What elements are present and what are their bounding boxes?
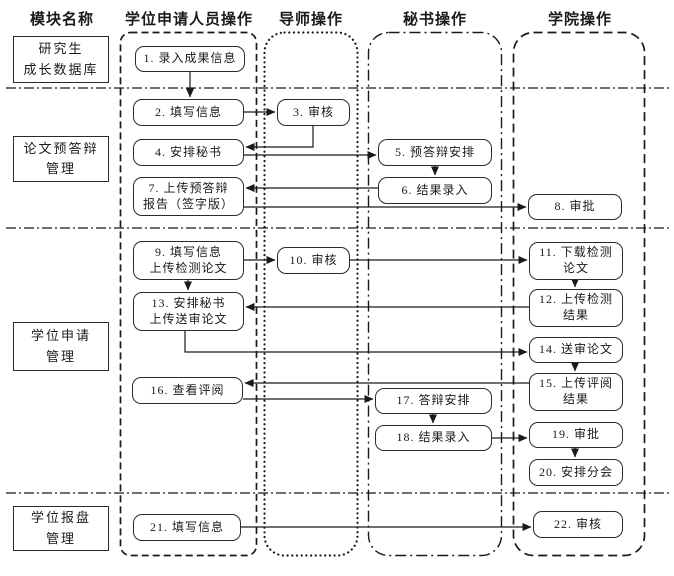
step-label: 9. 填写信息	[154, 244, 222, 259]
step-box-20: 20. 安排分会	[529, 459, 623, 486]
step-box-14: 14. 送审论文	[529, 337, 623, 363]
column-header-advisor: 导师操作	[278, 12, 343, 28]
step-label: 论文	[562, 261, 589, 275]
step-box-7: 7. 上传预答辩 报告（签字版）	[133, 177, 244, 216]
step-label: 8. 审批	[554, 199, 596, 214]
step-label: 12. 上传检测	[538, 292, 613, 307]
step-label: 报告（签字版）	[142, 196, 234, 211]
step-label: 16. 查看评阅	[150, 382, 225, 397]
module-label-line: 学位申请	[30, 328, 91, 344]
step-box-15: 15. 上传评阅 结果	[529, 373, 623, 411]
step-label: 上传送审论文	[149, 311, 228, 326]
step-label: 19. 审批	[551, 427, 600, 442]
step-label: 2. 填写信息	[154, 104, 222, 119]
module-label-line: 学位报盘	[30, 510, 91, 526]
lane-secretary	[367, 31, 503, 557]
step-box-17: 17. 答辩安排	[375, 388, 492, 414]
step-label: 结果	[562, 392, 589, 406]
step-box-19: 19. 审批	[529, 422, 623, 448]
module-label-line: 管理	[45, 161, 76, 176]
step-box-12: 12. 上传检测 结果	[529, 289, 623, 327]
arrow-3-4	[245, 126, 314, 151]
step-box-8: 8. 审批	[528, 194, 622, 220]
step-box-1: 1. 录入成果信息	[135, 46, 245, 72]
arrow-13-14	[184, 331, 528, 356]
step-box-4: 4. 安排秘书	[133, 139, 244, 166]
module-box-degree-report: 学位报盘 管理	[13, 506, 109, 551]
step-label: 5. 预答辩安排	[394, 144, 475, 159]
column-header-applicant: 学位申请人员操作	[124, 12, 253, 28]
column-header-secretary: 秘书操作	[402, 12, 467, 28]
step-label: 6. 结果录入	[401, 182, 469, 197]
step-label: 14. 送审论文	[538, 342, 613, 357]
step-box-18: 18. 结果录入	[375, 425, 492, 451]
module-box-degree-application: 学位申请 管理	[13, 322, 109, 371]
step-label: 18. 结果录入	[396, 430, 471, 445]
module-label-line: 管理	[45, 530, 76, 546]
step-box-21: 21. 填写信息	[133, 514, 241, 541]
module-label-line: 论文预答辩	[23, 140, 99, 156]
step-label: 4. 安排秘书	[154, 144, 222, 159]
step-label: 上传检测论文	[149, 260, 228, 275]
step-box-13: 13. 安排秘书 上传送审论文	[133, 292, 244, 331]
step-label: 10. 审核	[289, 252, 338, 267]
step-box-22: 22. 审核	[533, 511, 623, 538]
step-label: 结果	[562, 308, 589, 322]
module-box-predefense: 论文预答辩 管理	[13, 136, 109, 182]
module-box-growth-database: 研究生 成长数据库	[13, 36, 109, 83]
lane-applicant	[119, 31, 258, 557]
module-label-line: 管理	[45, 348, 76, 364]
column-header-college: 学院操作	[547, 12, 612, 28]
step-box-11: 11. 下载检测 论文	[529, 242, 623, 280]
step-label: 20. 安排分会	[538, 464, 613, 479]
step-box-5: 5. 预答辩安排	[378, 139, 492, 166]
step-box-2: 2. 填写信息	[133, 99, 244, 126]
step-box-3: 3. 审核	[277, 99, 350, 126]
step-box-9: 9. 填写信息 上传检测论文	[133, 241, 244, 280]
step-label: 21. 填写信息	[149, 519, 224, 534]
step-box-6: 6. 结果录入	[378, 177, 492, 204]
step-label: 7. 上传预答辩	[148, 180, 229, 195]
lane-advisor	[263, 31, 359, 557]
step-label: 3. 审核	[292, 104, 334, 119]
step-label: 22. 审核	[553, 516, 602, 531]
step-box-16: 16. 查看评阅	[132, 377, 243, 404]
step-label: 17. 答辩安排	[396, 393, 471, 408]
step-label: 15. 上传评阅	[538, 376, 613, 391]
step-label: 13. 安排秘书	[151, 295, 226, 310]
step-label: 11. 下载检测	[539, 245, 613, 260]
step-box-10: 10. 审核	[277, 247, 350, 274]
module-label-line: 成长数据库	[23, 61, 99, 77]
module-label-line: 研究生	[38, 41, 84, 57]
column-header-module: 模块名称	[29, 12, 94, 28]
lane-college	[512, 31, 646, 557]
step-label: 1. 录入成果信息	[143, 51, 237, 66]
